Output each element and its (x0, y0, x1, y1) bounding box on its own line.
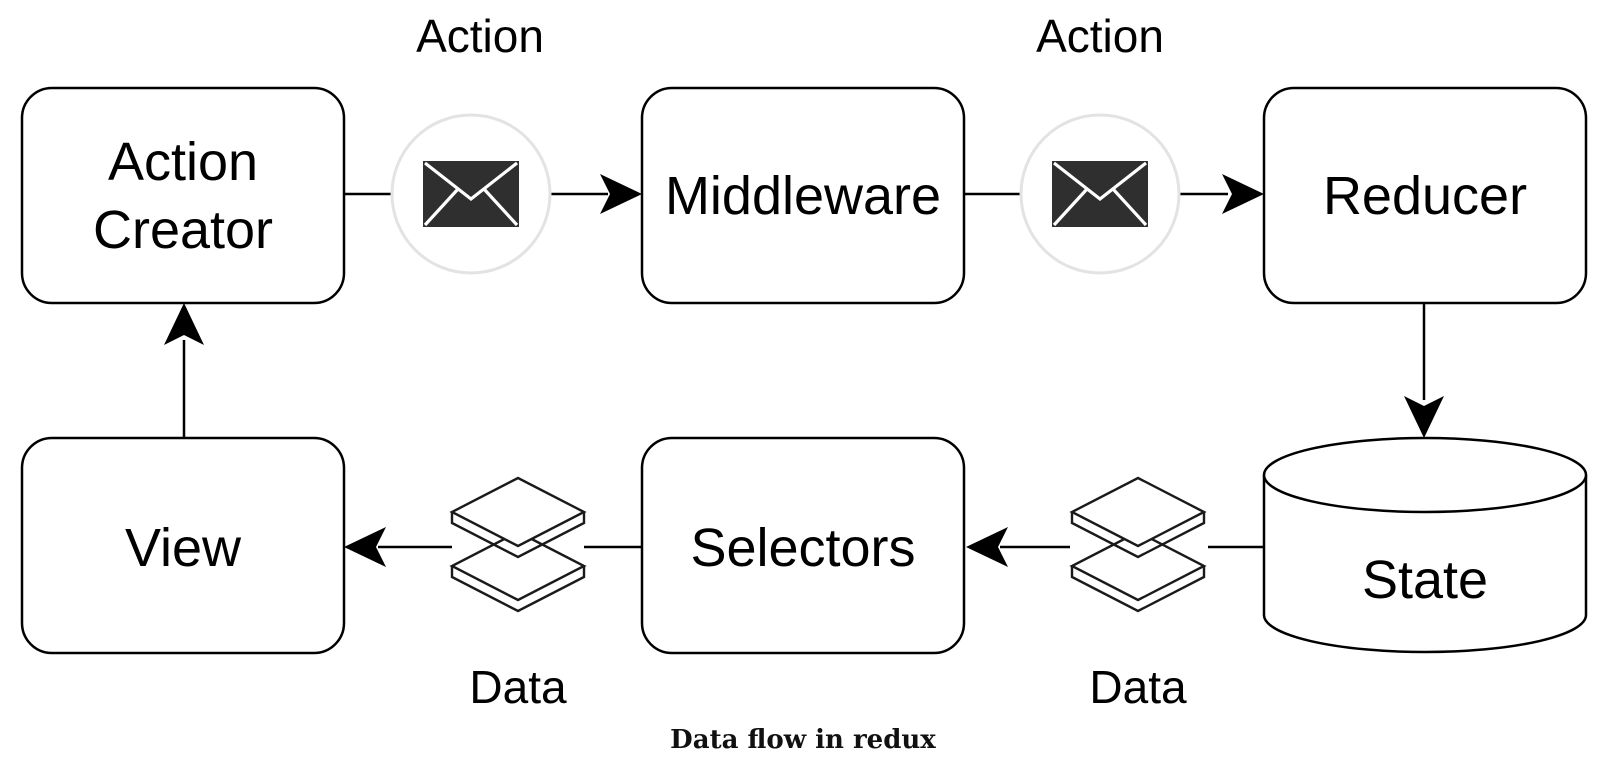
node-label-line2: Creator (93, 200, 273, 260)
figure-caption: Data flow in redux (670, 725, 936, 755)
edge-label-data: Data (469, 661, 567, 713)
edge-label-data: Data (1089, 661, 1187, 713)
node-middleware: Middleware (640, 86, 966, 305)
node-state: State (1262, 436, 1588, 654)
node-action-creator: Action Creator (20, 86, 346, 305)
arrowhead-left (344, 527, 386, 567)
node-selectors: Selectors (640, 436, 966, 655)
node-view: View (20, 436, 346, 655)
node-label: Reducer (1323, 166, 1527, 226)
node-label: Middleware (665, 166, 941, 226)
node-label-line1: Action (108, 132, 258, 192)
arrowhead-down (1404, 396, 1444, 438)
envelope-icon (1019, 113, 1181, 275)
edge-label-action: Action (416, 10, 544, 62)
node-reducer: Reducer (1262, 86, 1588, 305)
arrowhead-right (1222, 174, 1264, 214)
node-label: View (125, 518, 242, 578)
arrowhead-up (164, 303, 204, 345)
connectors (164, 174, 1444, 567)
arrowhead-right (600, 174, 642, 214)
envelope-icon (390, 113, 552, 275)
stacked-layers-icon (449, 476, 587, 613)
node-label: Selectors (690, 518, 915, 578)
stacked-layers-icon (1069, 476, 1207, 613)
cylinder-body (1262, 475, 1588, 654)
arrowhead-left (966, 527, 1008, 567)
node-label: State (1362, 550, 1488, 610)
cylinder-top (1262, 436, 1588, 514)
edge-label-action: Action (1036, 10, 1164, 62)
